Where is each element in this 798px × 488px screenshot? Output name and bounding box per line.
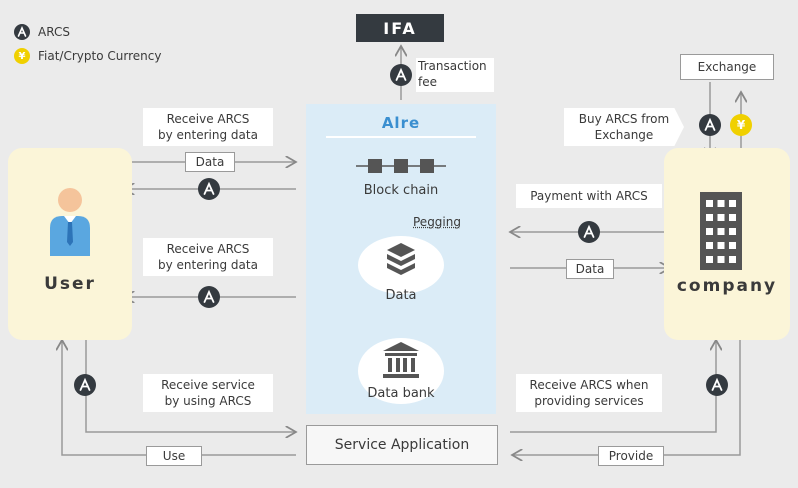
arcs-legend-icon (14, 24, 30, 40)
exchange-box: Exchange (680, 54, 774, 80)
database-icon (386, 241, 416, 281)
transaction-fee-note: Transaction fee (416, 58, 494, 92)
bank-icon (381, 340, 421, 380)
user-label: User (44, 274, 96, 294)
receive-arcs-services-note: Receive ARCS when providing services (516, 374, 662, 412)
alre-title-divider (326, 136, 476, 138)
arcs-user-icon-2 (198, 286, 220, 308)
alre-title: Alre (381, 114, 421, 132)
blockchain-label: Block chain (363, 182, 439, 198)
arcs-user-icon-3 (74, 374, 96, 396)
arcs-company-icon-2 (706, 374, 728, 396)
pegging-label: Pegging (413, 215, 461, 229)
receive-arcs-note-1: Receive ARCS by entering data (143, 108, 273, 146)
blockchain-icon (356, 157, 446, 175)
user-person-icon (50, 186, 90, 256)
arcs-company-icon-1 (578, 221, 600, 243)
receive-service-note: Receive service by using ARCS (143, 374, 273, 412)
fiat-legend-label: Fiat/Crypto Currency (38, 49, 162, 63)
data-label: Data (385, 287, 417, 303)
payment-arcs-note: Payment with ARCS (516, 184, 662, 208)
arcs-buy-icon (699, 114, 721, 136)
arcs-fee-icon (390, 64, 412, 86)
company-label: company (676, 276, 778, 296)
fiat-legend-icon: ¥ (14, 48, 30, 64)
yen-pay-icon: ¥ (730, 114, 752, 136)
provide-tag: Provide (598, 446, 664, 466)
receive-arcs-note-2: Receive ARCS by entering data (143, 238, 273, 276)
company-data-tag: Data (566, 259, 614, 279)
arcs-user-icon-1 (198, 178, 220, 200)
arcs-legend-label: ARCS (38, 25, 70, 39)
use-tag: Use (146, 446, 202, 466)
building-icon (700, 192, 742, 270)
service-application-box: Service Application (306, 425, 498, 465)
ifa-box: IFA (356, 14, 444, 42)
user-data-tag: Data (185, 152, 235, 172)
databank-label: Data bank (367, 385, 435, 401)
buy-arcs-note: Buy ARCS from Exchange (564, 108, 684, 146)
